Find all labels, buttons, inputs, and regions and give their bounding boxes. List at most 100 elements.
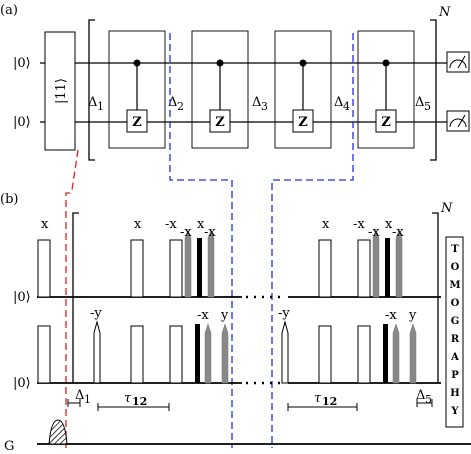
svg-text:R: R xyxy=(451,334,460,345)
pulse-minus-x-1-q2 xyxy=(169,325,183,384)
cz-gate-outline xyxy=(108,30,166,149)
delay-marker-right: Δ 5 xyxy=(416,388,433,407)
pulse-label-minus-x-3-q1: -x xyxy=(204,225,216,240)
tomography-label: T O M O G R A P H Y xyxy=(449,244,460,417)
measurement-meter-2 xyxy=(446,110,470,132)
z-gate-box xyxy=(209,109,231,133)
gradient-pulse xyxy=(48,419,68,445)
svg-text:A: A xyxy=(450,352,459,363)
panel-a-left-bracket xyxy=(88,19,95,161)
svg-text:2: 2 xyxy=(177,100,184,113)
svg-text:Y: Y xyxy=(450,406,459,417)
pulse-x-init-q1 xyxy=(37,239,51,298)
tau-marker-left: τ 12 xyxy=(97,391,170,411)
pulse-x-echo-1-q1 xyxy=(130,239,144,298)
connector-blue-dashed-right xyxy=(271,33,354,448)
svg-text:τ: τ xyxy=(314,391,322,406)
svg-text:5: 5 xyxy=(425,393,432,406)
delay-label-3: Δ 3 xyxy=(252,95,268,113)
pulse-x-echo-2-q2 xyxy=(318,325,332,384)
tau-marker-right: τ 12 xyxy=(287,391,358,411)
svg-text:Δ: Δ xyxy=(334,95,343,110)
pulse-label-minus-x-2-q2: -x xyxy=(385,308,397,323)
svg-text:G: G xyxy=(451,316,460,327)
svg-text:T: T xyxy=(451,244,459,255)
panel-b-line-label-1: |0⟩ xyxy=(13,290,31,305)
pulse-label-x-init-q1: x xyxy=(41,217,49,232)
z-gate-box xyxy=(292,109,314,133)
panel-a-input-1: |0⟩ xyxy=(13,56,31,71)
control-dot xyxy=(382,59,390,67)
svg-text:Δ: Δ xyxy=(168,95,177,110)
pulse-label-minus-x-1-q1: -x xyxy=(165,217,177,232)
svg-text:Δ: Δ xyxy=(416,388,425,403)
svg-text:12: 12 xyxy=(322,395,337,408)
pulse-gray-2a-q1 xyxy=(372,229,380,298)
svg-text:3: 3 xyxy=(261,100,268,113)
panel-b-right-bracket xyxy=(432,212,439,383)
z-gate-label: Z xyxy=(215,115,225,130)
panel-b-line-label-g: G xyxy=(4,439,14,454)
pulse-label-x-3-q1: x xyxy=(385,217,393,232)
pulse-minus-x-2-q2 xyxy=(357,325,371,384)
tomography-box xyxy=(445,236,464,428)
pulse-label-x-echo-1-q1: x xyxy=(134,217,142,232)
cz-gate-outline xyxy=(274,30,332,149)
pulse-black-2-q1 xyxy=(385,238,390,297)
pulse-x-echo-2-q1 xyxy=(318,239,332,298)
delay-label-2: Δ 2 xyxy=(168,95,184,113)
pulse-x-init-q2 xyxy=(37,325,51,384)
pulse-gray-2b-q1 xyxy=(395,229,403,298)
svg-text:O: O xyxy=(451,262,460,273)
svg-text:Δ: Δ xyxy=(75,388,84,403)
panel-b-line-label-2: |0⟩ xyxy=(13,376,31,391)
control-dot xyxy=(216,59,224,67)
pulse-label-y-1-q2: y xyxy=(220,308,229,323)
pulse-black-1-q2 xyxy=(195,324,200,383)
z-gate-box xyxy=(126,109,148,133)
pulse-minus-x-2-q1 xyxy=(357,239,371,298)
pulse-label-minus-x-5-q1: -x xyxy=(368,225,380,240)
pulse-label-minus-x-1-q2: -x xyxy=(197,308,209,323)
connector-red-dashed xyxy=(65,149,79,448)
svg-text:12: 12 xyxy=(132,395,147,408)
pulse-x-echo-1-q2 xyxy=(130,325,144,384)
cz-gate-outline xyxy=(357,30,415,149)
z-gate-label: Z xyxy=(132,115,142,130)
pulse-gray-1a-q1 xyxy=(184,229,192,298)
svg-text:5: 5 xyxy=(424,100,431,113)
svg-text:4: 4 xyxy=(343,100,350,113)
cz-gate-3: Z xyxy=(274,30,332,149)
pulse-minus-y-2-q2 xyxy=(281,320,289,384)
pulse-minus-x-1-q1 xyxy=(169,239,183,298)
svg-text:Δ: Δ xyxy=(415,95,424,110)
pulse-gray-1b-q1 xyxy=(207,229,215,298)
svg-text:1: 1 xyxy=(84,393,91,406)
panel-b-repeat-label: N xyxy=(440,201,453,216)
delay-marker-left: Δ 1 xyxy=(67,388,91,407)
z-gate-box xyxy=(375,109,397,133)
svg-text:O: O xyxy=(451,298,460,309)
pulse-gray-2a-q2 xyxy=(392,323,400,384)
cz-gate-4: Z xyxy=(357,30,415,149)
measurement-meter-1 xyxy=(446,51,470,73)
pulse-label-y-2-q2: y xyxy=(408,308,417,323)
pulse-label-minus-y-2-q2: -y xyxy=(278,306,290,321)
svg-text:P: P xyxy=(451,370,459,381)
pulse-gray-1a-q2 xyxy=(204,323,212,384)
pulse-label-minus-x-2-q1: -x xyxy=(180,225,192,240)
init-gate-label: |11⟩ xyxy=(54,78,69,104)
pulse-gray-1b-q2 xyxy=(221,323,229,384)
control-dot xyxy=(133,59,141,67)
pulse-label-x-2-q1: x xyxy=(197,217,205,232)
pulse-black-2-q2 xyxy=(383,324,388,383)
delay-label-1: Δ 1 xyxy=(88,95,104,113)
cz-gate-outline xyxy=(191,30,249,149)
svg-text:Δ: Δ xyxy=(252,95,261,110)
svg-text:1: 1 xyxy=(97,100,104,113)
panel-b-label: (b) xyxy=(0,192,18,207)
pulse-minus-y-1-q2 xyxy=(93,320,101,384)
svg-text:τ: τ xyxy=(124,391,132,406)
cz-gate-1: Z xyxy=(108,30,166,149)
